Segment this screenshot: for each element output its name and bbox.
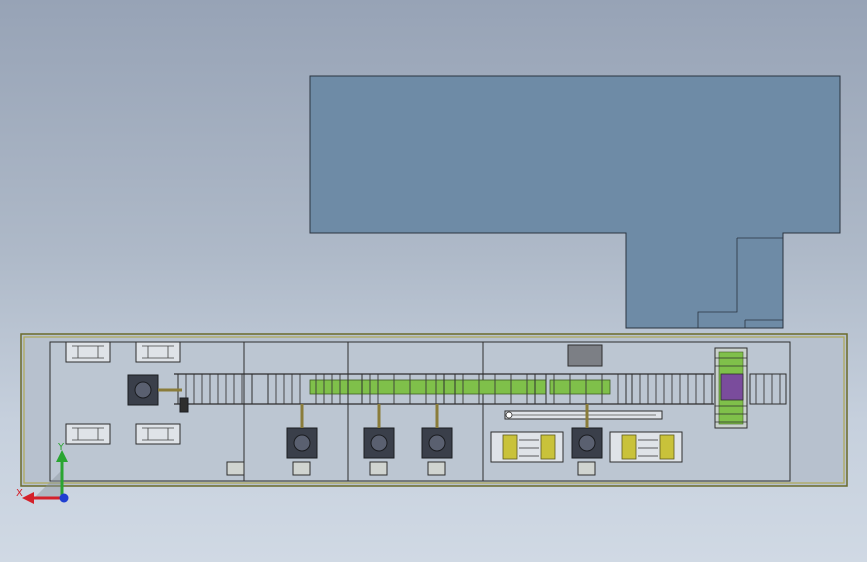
robot-5 bbox=[571, 404, 603, 459]
triad-y-arrow bbox=[56, 450, 68, 462]
robot-1 bbox=[127, 374, 189, 413]
coordinate-triad: Y X bbox=[16, 442, 69, 504]
control-cabinet bbox=[567, 344, 603, 367]
robot-cells bbox=[127, 374, 603, 459]
robot-4 bbox=[421, 404, 453, 459]
transfer-station bbox=[714, 347, 748, 429]
triad-y-label: Y bbox=[57, 442, 65, 453]
triad-z-axis bbox=[59, 493, 69, 503]
triad-x-label: X bbox=[16, 488, 23, 499]
building-block bbox=[309, 75, 841, 329]
fixture-stations bbox=[490, 431, 683, 463]
robot-2 bbox=[286, 404, 318, 459]
transfer-rail bbox=[504, 410, 663, 420]
robot-3 bbox=[363, 404, 395, 459]
pallet-bases bbox=[226, 461, 596, 476]
triad-x-arrow bbox=[22, 492, 34, 504]
triad-shadow bbox=[34, 470, 62, 498]
building-stair-outline bbox=[697, 237, 784, 328]
storage-racks bbox=[65, 341, 181, 445]
